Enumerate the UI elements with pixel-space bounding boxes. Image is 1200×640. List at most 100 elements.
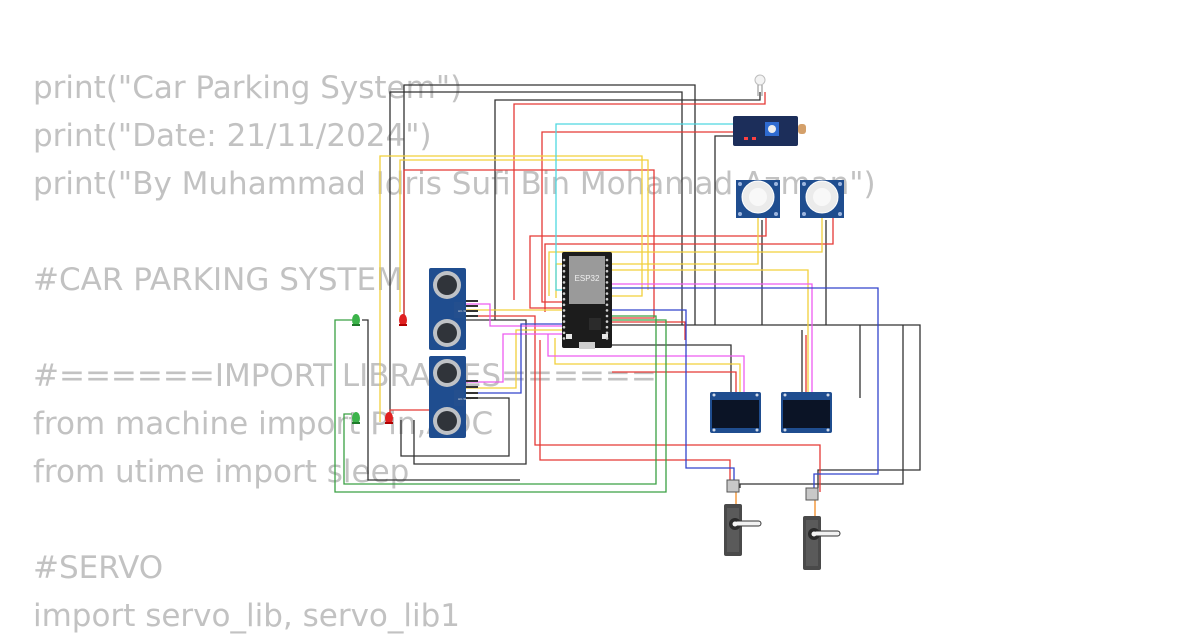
code-line: from utime import sleep: [33, 454, 410, 490]
esp32-pin[interactable]: [562, 337, 566, 340]
wire-black[interactable]: [413, 319, 527, 465]
wire-magenta[interactable]: [466, 303, 562, 327]
wire-red[interactable]: [529, 218, 767, 309]
wire-magenta[interactable]: [612, 283, 813, 392]
wire-magenta[interactable]: [466, 333, 562, 383]
wire-blue[interactable]: [466, 323, 562, 394]
code-line: print("Car Parking System"): [33, 70, 463, 106]
wire-blue[interactable]: [612, 309, 735, 488]
wire-group-yellow: [379, 155, 823, 422]
ldr-module[interactable]: [733, 116, 806, 146]
wire-yellow[interactable]: [379, 155, 643, 422]
servo-motor[interactable]: [724, 479, 762, 556]
wire-black[interactable]: [612, 324, 921, 488]
wire-black[interactable]: [714, 135, 733, 325]
esp32-pin[interactable]: [605, 303, 609, 307]
servo-horn[interactable]: [813, 530, 841, 537]
wire-magenta[interactable]: [547, 334, 745, 392]
esp32-pin[interactable]: [605, 325, 609, 329]
ultrasonic-sensor[interactable]: HC-SR04: [429, 268, 471, 350]
pir-sensor[interactable]: [800, 180, 844, 218]
code-line: print("By Muhammad Idris Sufi Bin Mohama…: [33, 166, 876, 202]
red-led[interactable]: [399, 314, 407, 326]
esp32-pin[interactable]: [605, 258, 609, 262]
esp32-pin[interactable]: [562, 286, 566, 290]
ultrasonic-label: HC-SR04: [458, 397, 471, 401]
wire-red[interactable]: [539, 340, 731, 488]
photo-led[interactable]: [754, 74, 766, 96]
esp32-board[interactable]: ESP32: [562, 252, 612, 349]
wire-red[interactable]: [403, 169, 655, 319]
green-led[interactable]: [352, 412, 360, 424]
esp32-button[interactable]: [566, 334, 572, 339]
wire-red[interactable]: [466, 315, 821, 492]
code-line: #CAR PARKING SYSTEM: [33, 262, 403, 298]
code-editor-background: print("Car Parking System") print("Date:…: [33, 64, 876, 640]
servo-horn[interactable]: [734, 520, 762, 527]
esp32-pin[interactable]: [605, 337, 609, 340]
wire-red[interactable]: [612, 371, 737, 392]
esp32-pins: [562, 258, 609, 340]
esp32-pin[interactable]: [605, 309, 609, 312]
wire-black[interactable]: [389, 91, 683, 420]
green-led[interactable]: [352, 314, 360, 326]
wire-group-green: [334, 315, 667, 493]
wire-yellow[interactable]: [466, 329, 562, 389]
wire-group-blue: [466, 287, 879, 488]
wire-black[interactable]: [494, 92, 761, 320]
esp32-pin[interactable]: [605, 314, 609, 318]
esp32-pin[interactable]: [562, 258, 566, 262]
esp32-button[interactable]: [602, 334, 608, 339]
esp32-pin[interactable]: [605, 264, 609, 267]
esp32-pin[interactable]: [562, 320, 566, 323]
wire-black[interactable]: [362, 319, 520, 481]
wire-red[interactable]: [513, 92, 766, 300]
esp32-pin[interactable]: [562, 281, 566, 284]
usb-port[interactable]: [579, 342, 595, 349]
wire-black[interactable]: [612, 344, 732, 392]
esp32-pin[interactable]: [562, 292, 566, 295]
esp32-pin[interactable]: [605, 331, 609, 335]
wire-black[interactable]: [400, 397, 510, 457]
esp32-pin[interactable]: [605, 320, 609, 323]
code-line: #======IMPORT LIBRARIES======: [33, 358, 657, 394]
esp32-pin[interactable]: [605, 297, 609, 301]
wire-red[interactable]: [544, 218, 834, 312]
wire-yellow[interactable]: [548, 218, 823, 296]
wire-group-cyan: [555, 123, 733, 291]
pir-sensor[interactable]: [736, 180, 780, 218]
esp32-pin[interactable]: [605, 286, 609, 290]
esp32-pin[interactable]: [562, 269, 566, 273]
wire-group-magenta: [466, 283, 813, 392]
wire-group-orange: [735, 492, 816, 516]
esp32-pin[interactable]: [605, 275, 609, 279]
esp32-pin[interactable]: [605, 292, 609, 295]
wire-yellow[interactable]: [554, 338, 741, 392]
esp32-pin[interactable]: [562, 314, 566, 318]
wire-cyan[interactable]: [555, 123, 733, 291]
esp32-pin[interactable]: [562, 309, 566, 312]
wire-yellow[interactable]: [612, 269, 809, 392]
red-led[interactable]: [385, 412, 393, 424]
esp32-pin[interactable]: [605, 269, 609, 273]
esp32-pin[interactable]: [605, 281, 609, 284]
oled-display[interactable]: [710, 392, 761, 433]
wire-red[interactable]: [541, 131, 733, 303]
esp32-pin[interactable]: [562, 297, 566, 301]
oled-display[interactable]: [781, 392, 832, 433]
wire-red[interactable]: [612, 321, 686, 340]
wire-black[interactable]: [739, 325, 904, 488]
code-line: #SERVO: [33, 550, 164, 586]
esp32-pin[interactable]: [562, 331, 566, 335]
ultrasonic-sensor[interactable]: HC-SR04: [429, 356, 471, 438]
wire-green[interactable]: [343, 315, 657, 485]
servo-motor[interactable]: [803, 487, 841, 570]
wire-blue[interactable]: [612, 287, 879, 488]
esp32-pin[interactable]: [562, 303, 566, 307]
esp32-pin[interactable]: [562, 275, 566, 279]
esp32-pin[interactable]: [562, 264, 566, 267]
wire-green[interactable]: [334, 319, 667, 493]
esp32-pin[interactable]: [562, 325, 566, 329]
wire-yellow[interactable]: [399, 159, 649, 312]
